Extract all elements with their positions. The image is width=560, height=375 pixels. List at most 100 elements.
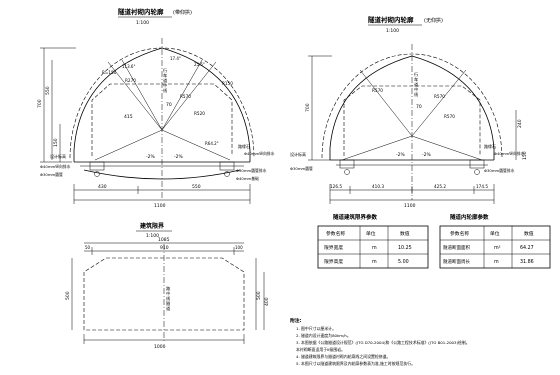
notes-heading: 附注: <box>290 317 302 324</box>
right-dim-mid: 70 <box>416 104 422 110</box>
clearance-title: 建筑限界 <box>140 222 165 230</box>
table-right-cell: m <box>494 260 499 265</box>
right-radius-label: R570 <box>372 88 383 93</box>
right-pipe-left-label: Φ30mm圆管 <box>290 166 313 171</box>
right-dim-width-c: 425.2 <box>434 184 446 189</box>
right-radius-line <box>411 69 467 137</box>
left-drain-right <box>219 161 235 171</box>
clearance-scale: 1:100 <box>146 233 159 239</box>
table-right-header: 参数名称 <box>450 230 469 237</box>
left-slope-right: -2% <box>174 154 183 160</box>
notes-block: 附注: 1. 图中尺寸以厘米计。 2. 隧道内设计速度为80km/h。 3. 本… <box>290 317 470 366</box>
right-dim-height: 700 <box>305 103 311 112</box>
clearance-centerline-label: 路中线隧道 <box>166 285 171 312</box>
right-radius-line <box>341 135 413 161</box>
table-right-cell: 隧道断面周长 <box>443 258 470 265</box>
clearance-envelope <box>83 257 245 331</box>
table-left-cell: 5.00 <box>398 259 409 265</box>
table-left-header: 单位 <box>366 230 376 237</box>
note-item: 4. 隧道建筑限界与隧道衬砌内轮廓线之间设置检修道。 <box>296 354 390 359</box>
table-left-header: 数值 <box>400 230 410 237</box>
right-radius-label: R570 <box>444 114 455 119</box>
right-section-title: 隧道衬砌内轮廓 <box>368 15 414 24</box>
right-radius-label: R570 <box>434 94 445 99</box>
table-left-header: 参数名称 <box>326 230 345 237</box>
right-drain-right <box>469 159 485 169</box>
left-design-elevation: 设计标高 <box>50 153 66 159</box>
left-dim-width-right: 550 <box>192 184 201 190</box>
right-slope-right: -2% <box>422 152 431 158</box>
left-radius-line <box>121 59 163 131</box>
left-radius-label: R150 <box>222 81 233 86</box>
left-drain-right-label: Φ40mm纵向排水 <box>244 151 275 156</box>
left-invert <box>83 169 241 180</box>
table-right-cell: 隧道断面面积 <box>443 244 470 251</box>
left-dim-inner-a: 550 <box>45 86 51 95</box>
right-section-scale: 1:100 <box>386 28 399 34</box>
left-angle-label: 113.6° <box>122 64 135 69</box>
left-angle-label: 17.4° <box>170 56 181 61</box>
left-radius-label: R570 <box>180 94 191 99</box>
table-left-cell: 限界高度 <box>324 258 343 265</box>
table-left-title: 隧道建筑限界参数 <box>333 213 378 221</box>
clearance-diagram: 建筑限界 1:100 1085 50 910 100 路中线隧道 500 500… <box>65 222 270 350</box>
table-left-cell: m <box>372 246 377 251</box>
left-inner-profile <box>73 47 251 162</box>
table-right-header: 单位 <box>490 230 500 237</box>
left-radius-label: R=150 <box>102 70 117 75</box>
clearance-dim-total: 1085 <box>158 237 170 243</box>
clearance-dim-right-height: 500 <box>256 291 262 300</box>
clearance-dim-bottom: 1000 <box>154 344 166 350</box>
left-dim-inner-b: 150 <box>53 138 59 147</box>
left-radius-line <box>94 129 163 161</box>
right-pipe-right <box>474 169 480 175</box>
left-radius-line <box>161 61 217 131</box>
right-section-subtitle: (无仰拱) <box>424 17 443 24</box>
right-dim-height-b: 240 <box>517 119 523 128</box>
note-item: 5. 本图尺寸以隧道建筑限界及内轮廓参数表为准,施工时按规范执行。 <box>296 361 415 366</box>
left-radius-line <box>161 129 231 161</box>
table-right-header: 数值 <box>524 230 534 237</box>
left-radius-line <box>161 59 203 131</box>
left-dim-mid: 70 <box>166 102 172 108</box>
left-curb-label: 路缘石 <box>238 143 250 149</box>
right-dim-total: 1100 <box>404 203 416 209</box>
note-item: 本衬砌断面适用于II级围岩。 <box>296 347 345 352</box>
clearance-dim-c: 100 <box>235 245 243 250</box>
left-base-label: Φ40mm基础 <box>236 176 259 181</box>
table-left-frame <box>317 225 429 269</box>
left-section-scale: 1:100 <box>136 20 149 26</box>
table-profile-params: 隧道内轮廓参数 参数名称 单位 数值 隧道断面面积 m² 64.27 隧道断面周… <box>439 213 551 269</box>
right-centerline-label: 行车道中线 <box>414 71 419 97</box>
left-section-subtitle: (带仰拱) <box>173 9 192 16</box>
table-right-cell: 64.27 <box>520 245 534 251</box>
right-slope-left: -2% <box>396 152 405 158</box>
right-tunnel-section: 隧道衬砌内轮廓 (无仰拱) 1:100 R570 R570 R570 700 <box>290 15 528 209</box>
clearance-dim-inner-height: 400 <box>264 297 270 306</box>
left-tunnel-section: 隧道衬砌内轮廓 (带仰拱) 1:100 R=150 R270 R570 R52 <box>37 7 275 209</box>
left-angle-label: R64.2° <box>205 141 219 146</box>
right-dim-width-b: 410.3 <box>372 184 384 189</box>
left-radius-label: R520 <box>194 111 205 116</box>
table-right-cell: m² <box>494 246 501 251</box>
right-outer-lining <box>321 53 503 159</box>
right-drain-left <box>339 159 355 169</box>
left-radius-label: R270 <box>125 78 136 83</box>
right-radius-line <box>359 69 413 137</box>
right-radius-line <box>411 135 483 161</box>
left-pipe-left <box>94 171 100 177</box>
table-left-cell: 10.25 <box>398 245 412 251</box>
table-left-cell: 限界宽度 <box>324 244 343 251</box>
left-pipe-right-label: Φ30mm圆管排水 <box>236 168 267 173</box>
right-drain-right-label: Φ40mm纵向排水 <box>494 151 525 156</box>
right-pipe-right-label: Φ30mm圆管排水 <box>484 168 515 173</box>
clearance-dim-a: 50 <box>85 245 91 250</box>
table-right-title: 隧道内轮廓参数 <box>450 213 489 221</box>
left-centerline-label: 行车道中线 <box>163 67 168 93</box>
right-design-elevation: 设计标高 <box>290 151 306 157</box>
left-section-title: 隧道衬砌内轮廓 <box>118 7 164 16</box>
clearance-dim-b: 910 <box>160 245 169 251</box>
right-curb-label: 路缘石 <box>484 143 496 149</box>
table-left-cell: m <box>372 260 377 265</box>
